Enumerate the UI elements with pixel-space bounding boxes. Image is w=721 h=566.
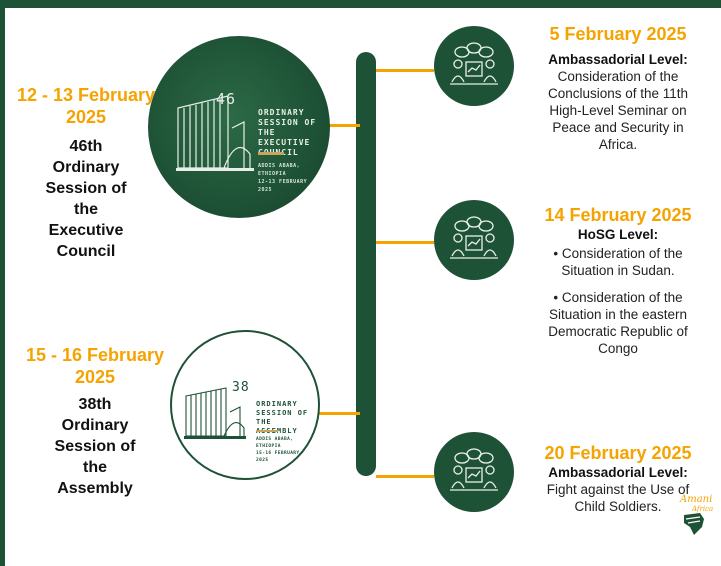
event-description: Fight against the Use of Child Soldiers. [546,482,690,514]
event-level: HoSG Level: [577,227,659,242]
event-14-february: 14 February 2025 HoSG Level: • Considera… [518,204,718,357]
logo-number: 46 [216,90,237,108]
connector-left-1 [328,124,360,127]
meeting-icon [450,216,498,259]
event-date: 15 - 16 February 2025 [25,345,165,387]
watermark-line2: Africa [692,505,714,513]
connector-right-1 [376,69,434,72]
africa-map-icon [684,513,704,535]
connector-right-2 [376,241,434,244]
connector-right-3 [376,475,434,478]
watermark-line1: Amani [680,494,713,505]
building-icon [176,95,254,171]
event-item-drc: • Consideration of the Situation in the … [548,290,688,356]
meeting-icon-circle-3 [434,432,514,512]
amani-africa-logo: Amani Africa [680,495,713,540]
event-item-sudan: • Consideration of the Situation in Suda… [553,246,683,278]
logo-divider [258,152,284,155]
event-executive-council: 12 - 13 February 2025 46th Ordinary Sess… [12,84,160,262]
event-20-february: 20 February 2025 Ambassadorial Level: Fi… [518,442,718,515]
executive-council-logo: 46 ORDINARY SESSION OF THE EXECUTIVE COU… [148,36,330,218]
event-description: Consideration of the Conclusions of the … [547,69,689,152]
logo-title: ORDINARY SESSION OF THE EXECUTIVE COUNCI… [258,108,317,157]
event-assembly: 15 - 16 February 2025 38th Ordinary Sess… [20,344,170,499]
assembly-logo: 38 ORDINARY SESSION OF THE ASSEMBLY ADDI… [170,330,320,480]
event-title: 38th Ordinary Session of the Assembly [54,396,136,497]
event-date: 5 February 2025 [549,24,687,44]
logo-divider [256,430,278,432]
left-border [0,0,5,566]
event-level: Ambassadorial Level: [548,465,688,480]
event-5-february: 5 February 2025 Ambassadorial Level: Con… [518,23,718,153]
top-border [0,0,721,8]
logo-location: ADDIS ABABA, ETHIOPIA 12-13 FEBRUARY 202… [258,163,308,193]
connector-left-2 [316,412,360,415]
event-level: Ambassadorial Level: [548,52,688,67]
event-date: 20 February 2025 [544,443,692,463]
meeting-icon [450,42,498,85]
logo-number: 38 [232,380,250,395]
timeline-spine [356,52,376,476]
building-icon [184,387,246,439]
event-date: 14 February 2025 [544,205,692,225]
event-title: 46th Ordinary Session of the Executive C… [45,138,127,260]
event-date: 12 - 13 February 2025 [16,85,156,127]
meeting-icon-circle-2 [434,200,514,280]
meeting-icon [450,448,498,491]
logo-location: ADDIS ABABA, ETHIOPIA 15-16 FEBRUARY 202… [256,437,300,463]
meeting-icon-circle-1 [434,26,514,106]
